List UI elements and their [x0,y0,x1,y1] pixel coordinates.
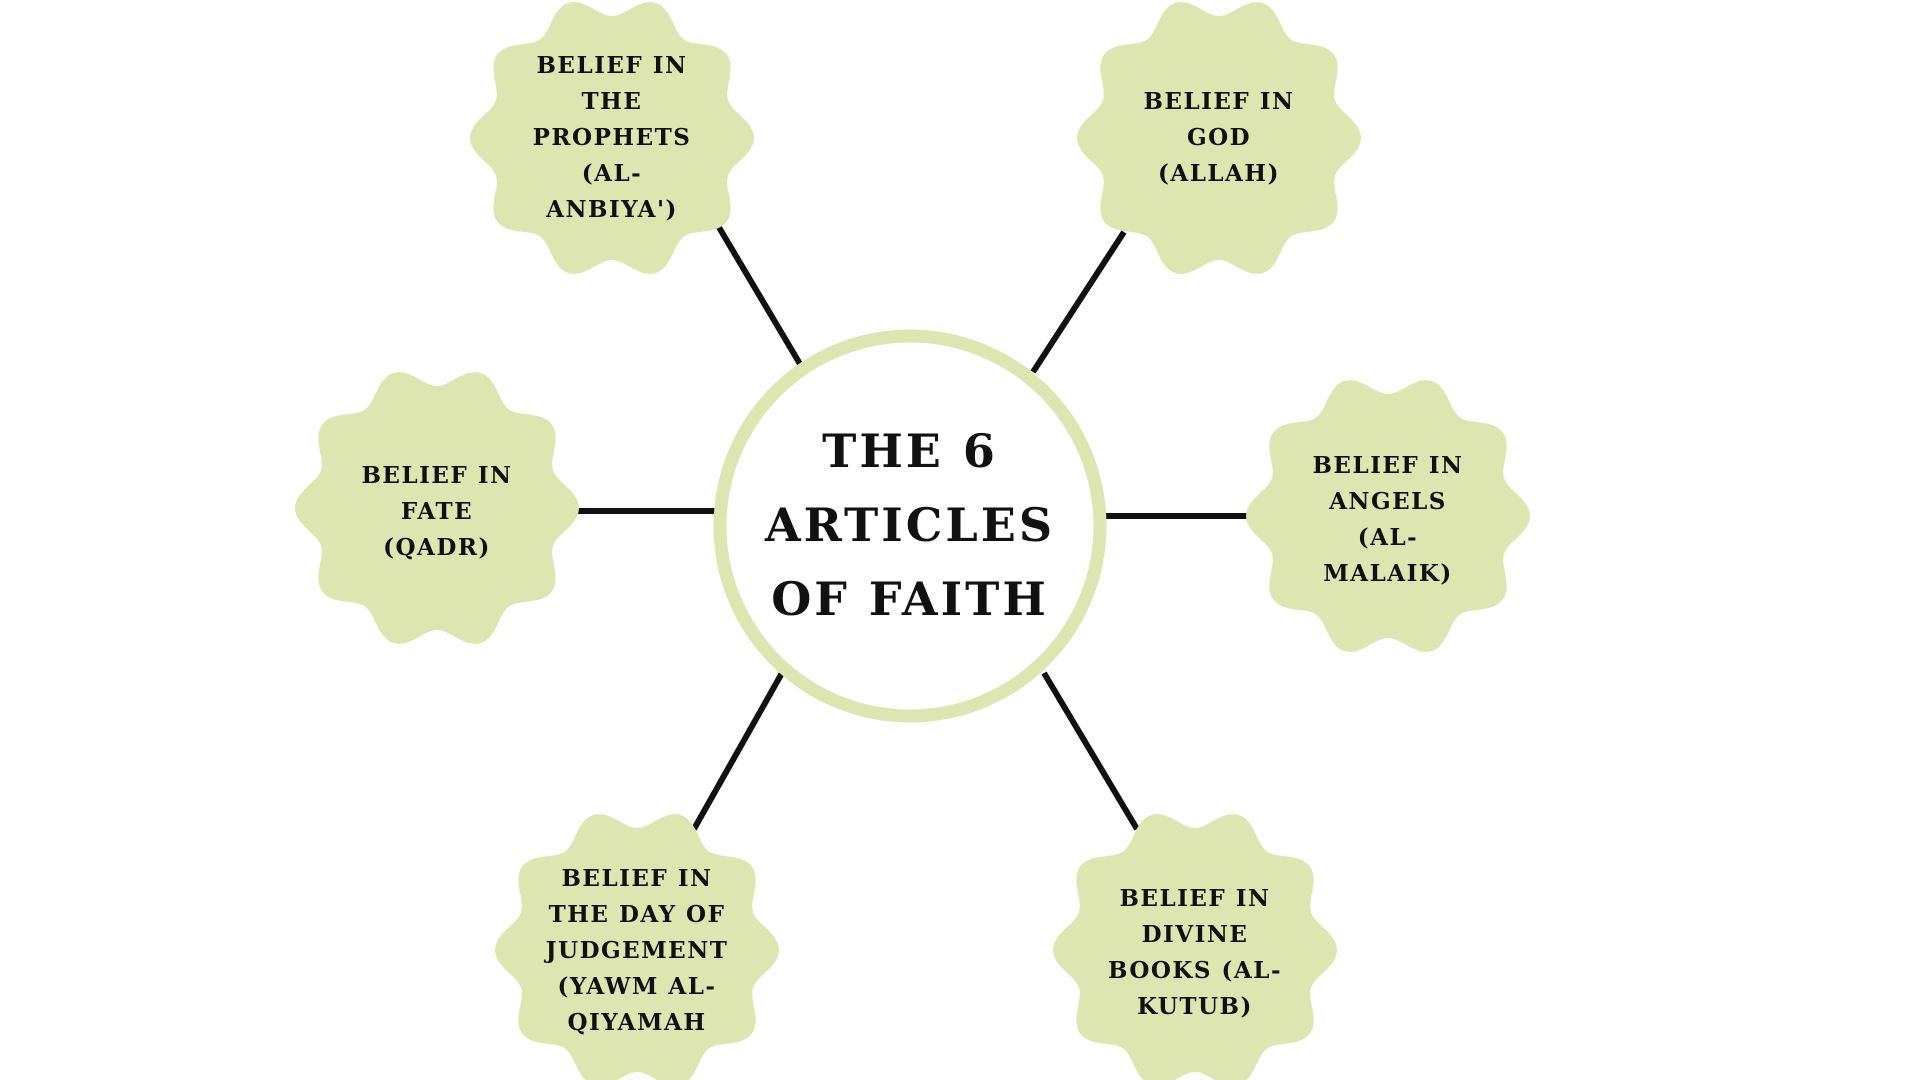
node-shape-fate [295,372,579,644]
node-label-god: BELIEF IN GOD (ALLAH) [1143,88,1295,187]
node-label-angels: BELIEF IN ANGELS (AL- MALAIK) [1312,452,1464,587]
connector-god [1030,230,1127,374]
node-label-judgement: BELIEF IN THE DAY OF JUDGEMENT (YAWM AL-… [545,865,729,1036]
node-shape-prophets [470,2,754,274]
node-shape-god [1077,2,1361,274]
connector-books [1041,671,1140,831]
node-label-books: BELIEF IN DIVINE BOOKS (AL- KUTUB) [1108,885,1282,1020]
node-label-fate: BELIEF IN FATE (QADR) [361,462,513,561]
node-shape-angels [1246,380,1530,652]
node-shape-judgement [495,814,779,1080]
center-circle [713,329,1107,723]
diagram-title: THE 6 ARTICLES OF FAITH [764,424,1056,626]
connector-judgement [691,671,785,831]
node-label-prophets: BELIEF IN THE PROPHETS (AL-ANBIYA') [532,52,692,223]
connector-prophets [714,222,803,366]
node-shape-books [1053,814,1337,1080]
